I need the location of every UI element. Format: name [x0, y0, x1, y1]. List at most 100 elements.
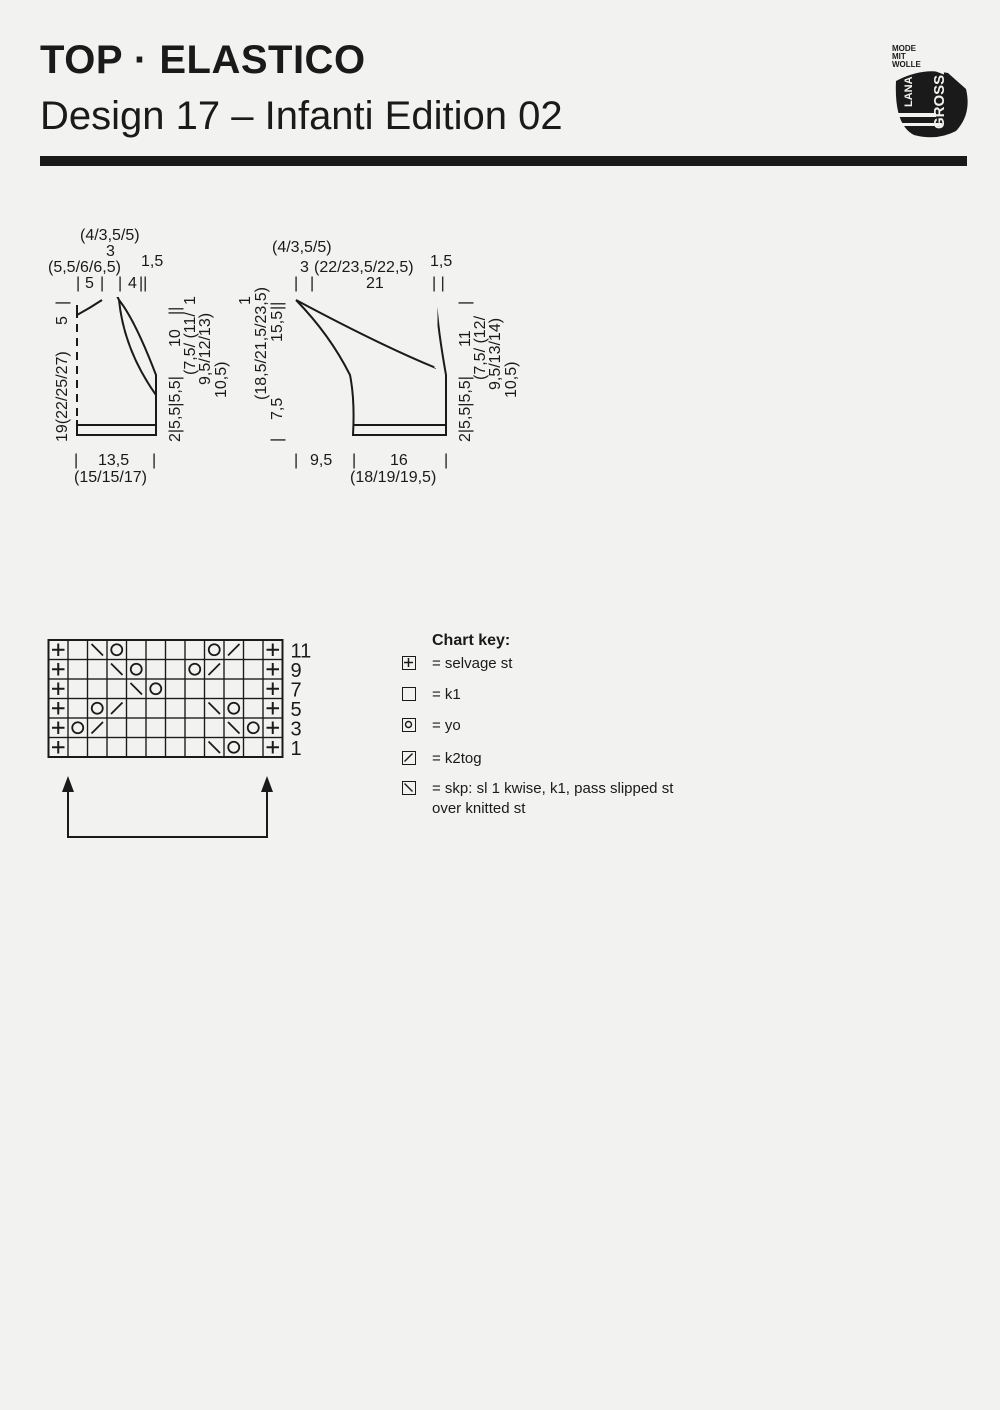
knit-stitch — [223, 678, 245, 700]
yarn-over-stitch — [184, 658, 206, 680]
knit-stitch — [125, 639, 147, 661]
skp-stitch — [125, 678, 147, 700]
key-text-skp: = skp: sl 1 kwise, k1, pass slipped st o… — [432, 780, 674, 817]
knit-stitch — [86, 736, 108, 758]
yarn-over-stitch — [242, 717, 264, 739]
repeat-bracket — [67, 780, 268, 838]
yarn-over-stitch — [203, 639, 225, 661]
front-neck-width-2: 3 — [106, 243, 115, 260]
knit-stitch — [164, 736, 186, 758]
knit-stitch — [106, 678, 128, 700]
svg-text:||: || — [139, 275, 147, 292]
selvage-stitch — [262, 736, 284, 758]
knit-stitch — [145, 697, 167, 719]
svg-text:|: | — [294, 452, 298, 469]
knit-stitch — [242, 678, 264, 700]
chart-row-label: 5 — [291, 699, 302, 721]
selvage-stitch — [47, 717, 69, 739]
back-width-top: (22/23,5/22,5) — [314, 259, 414, 276]
knit-stitch — [164, 678, 186, 700]
key-text-k1: = k1 — [432, 686, 461, 703]
logo-text-line3: WOLLE — [892, 60, 921, 69]
k2tog-stitch — [106, 697, 128, 719]
skp-stitch — [86, 639, 108, 661]
skp-stitch — [203, 736, 225, 758]
knit-stitch — [164, 639, 186, 661]
chart-grid — [47, 639, 284, 758]
yarn-over-stitch — [223, 736, 245, 758]
key-text-yo: = yo — [432, 717, 461, 734]
selvage-stitch — [47, 639, 69, 661]
yarn-over-stitch — [125, 658, 147, 680]
knit-stitch — [125, 736, 147, 758]
knit-stitch — [145, 639, 167, 661]
logo-brand-1: LANA — [903, 76, 915, 107]
back-outline — [295, 299, 447, 436]
front-armhole-alt: (7,5/ (11/ — [182, 312, 199, 375]
knit-stitch — [67, 678, 89, 700]
back-schematic: (4/3,5/5) 3 (22/23,5/22,5) 1,5 21 | | | … — [237, 239, 520, 486]
back-armhole: 11 — [457, 330, 474, 347]
skp-stitch — [223, 717, 245, 739]
knit-stitch — [203, 717, 225, 739]
selvage-icon — [402, 656, 416, 670]
svg-text:|: | — [310, 275, 314, 292]
skp-icon — [402, 781, 416, 795]
back-armhole-alt2: 9,5/13/14) — [487, 318, 504, 390]
yarn-over-stitch — [223, 697, 245, 719]
k2tog-icon — [402, 751, 416, 765]
back-rib-height: 2|5,5|5,5| — [457, 376, 474, 442]
chart-border — [47, 639, 284, 758]
back-neck-width: (4/3,5/5) — [272, 239, 332, 256]
front-width: 13,5 — [98, 452, 129, 469]
chart-row-label: 1 — [291, 738, 302, 760]
front-armhole-alt2: 9,5/12/13) — [197, 313, 214, 385]
knit-stitch — [242, 697, 264, 719]
svg-text:||: || — [269, 302, 286, 310]
selvage-stitch — [262, 717, 284, 739]
key-text-selvage: = selvage st — [432, 655, 513, 672]
front-neck-width: (4/3,5/5) — [80, 227, 140, 244]
page-subtitle: Design 17 – Infanti Edition 02 — [40, 94, 563, 138]
back-width-top-2: 21 — [366, 275, 384, 292]
back-width: 16 — [390, 452, 408, 469]
logo-text-line2: MIT — [892, 52, 906, 61]
knit-stitch — [106, 717, 128, 739]
knit-stitch — [86, 678, 108, 700]
back-width-alt: (18/19/19,5) — [350, 469, 436, 486]
back-sleeve: 9,5 — [310, 452, 332, 469]
selvage-stitch — [47, 658, 69, 680]
selvage-stitch — [47, 697, 69, 719]
repeat-arrow-right-icon — [261, 776, 273, 792]
svg-text:| |: | | — [432, 275, 445, 292]
knit-stitch — [223, 658, 245, 680]
front-side-height: 19(22/25/27) — [54, 351, 71, 442]
knit-stitch — [184, 736, 206, 758]
selvage-stitch — [262, 678, 284, 700]
front-schematic: (4/3,5/5) 3 (5,5/6/6,5) 1,5 | 5 | | 4 ||… — [48, 227, 230, 486]
back-armhole — [295, 299, 437, 369]
logo-text-line1: MODE — [892, 44, 916, 53]
front-shoulder: (5,5/6/6,5) — [48, 259, 121, 276]
header-rule — [40, 156, 967, 166]
yarn-ball-icon: LANA GROSSA — [895, 69, 968, 138]
front-width-alt: (15/15/17) — [74, 469, 147, 486]
knit-stitch — [184, 639, 206, 661]
back-armhole-alt: (7,5/ (12/ — [472, 315, 489, 380]
knit-icon — [402, 687, 416, 701]
back-one: 1 — [237, 296, 254, 305]
skp-stitch — [203, 697, 225, 719]
front-outline — [76, 297, 157, 436]
chart-key-title: Chart key: — [432, 632, 511, 649]
page-title: TOP · ELASTICO — [40, 38, 366, 82]
front-one: 1 — [182, 296, 199, 305]
knit-stitch — [67, 639, 89, 661]
knit-stitch — [184, 678, 206, 700]
back-armhole-alt3: 10,5) — [503, 362, 520, 398]
svg-text:||: || — [167, 307, 184, 315]
knit-stitch — [145, 736, 167, 758]
front-shoulder-2: 5 — [85, 275, 94, 292]
chart-row-label: 11 — [291, 640, 312, 662]
